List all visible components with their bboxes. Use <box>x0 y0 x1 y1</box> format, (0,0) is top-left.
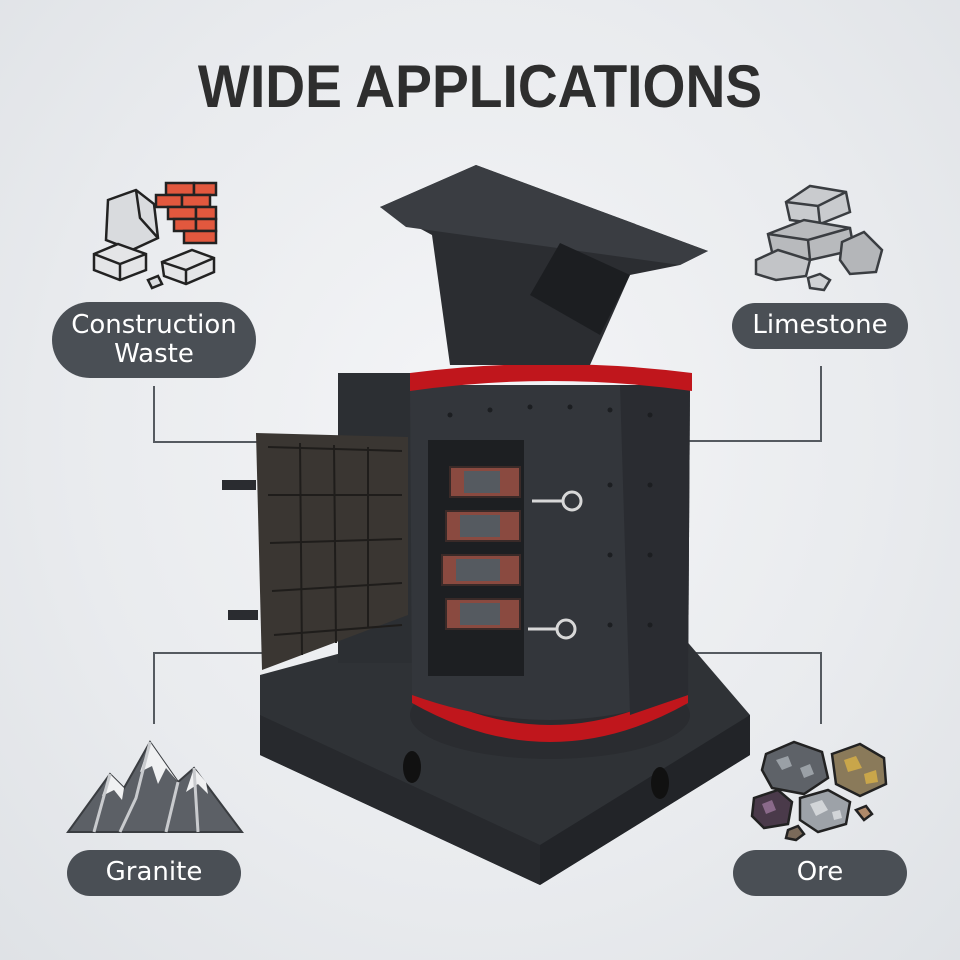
brick-wall-debris-icon <box>88 178 228 293</box>
stacked-stones-icon <box>750 180 890 295</box>
label-ore: Ore <box>733 850 907 896</box>
connector-ore <box>664 652 822 724</box>
page-title: WIDE APPLICATIONS <box>197 53 763 120</box>
label-limestone: Limestone <box>732 303 908 349</box>
label-construction-waste: Construction Waste <box>52 302 256 378</box>
vertical-crusher-image <box>210 155 760 895</box>
label-construction-waste-line2: Waste <box>114 339 194 369</box>
connector-construction-waste <box>153 386 259 443</box>
label-granite: Granite <box>67 850 241 896</box>
label-ore-text: Ore <box>796 857 844 888</box>
label-limestone-text: Limestone <box>752 310 888 341</box>
label-construction-waste-line1: Construction <box>71 309 237 340</box>
mountain-icon <box>66 738 244 838</box>
label-granite-text: Granite <box>105 857 203 888</box>
connector-limestone <box>676 366 822 442</box>
connector-granite <box>153 652 267 724</box>
open-door <box>256 433 408 670</box>
ore-rocks-icon <box>748 738 893 842</box>
